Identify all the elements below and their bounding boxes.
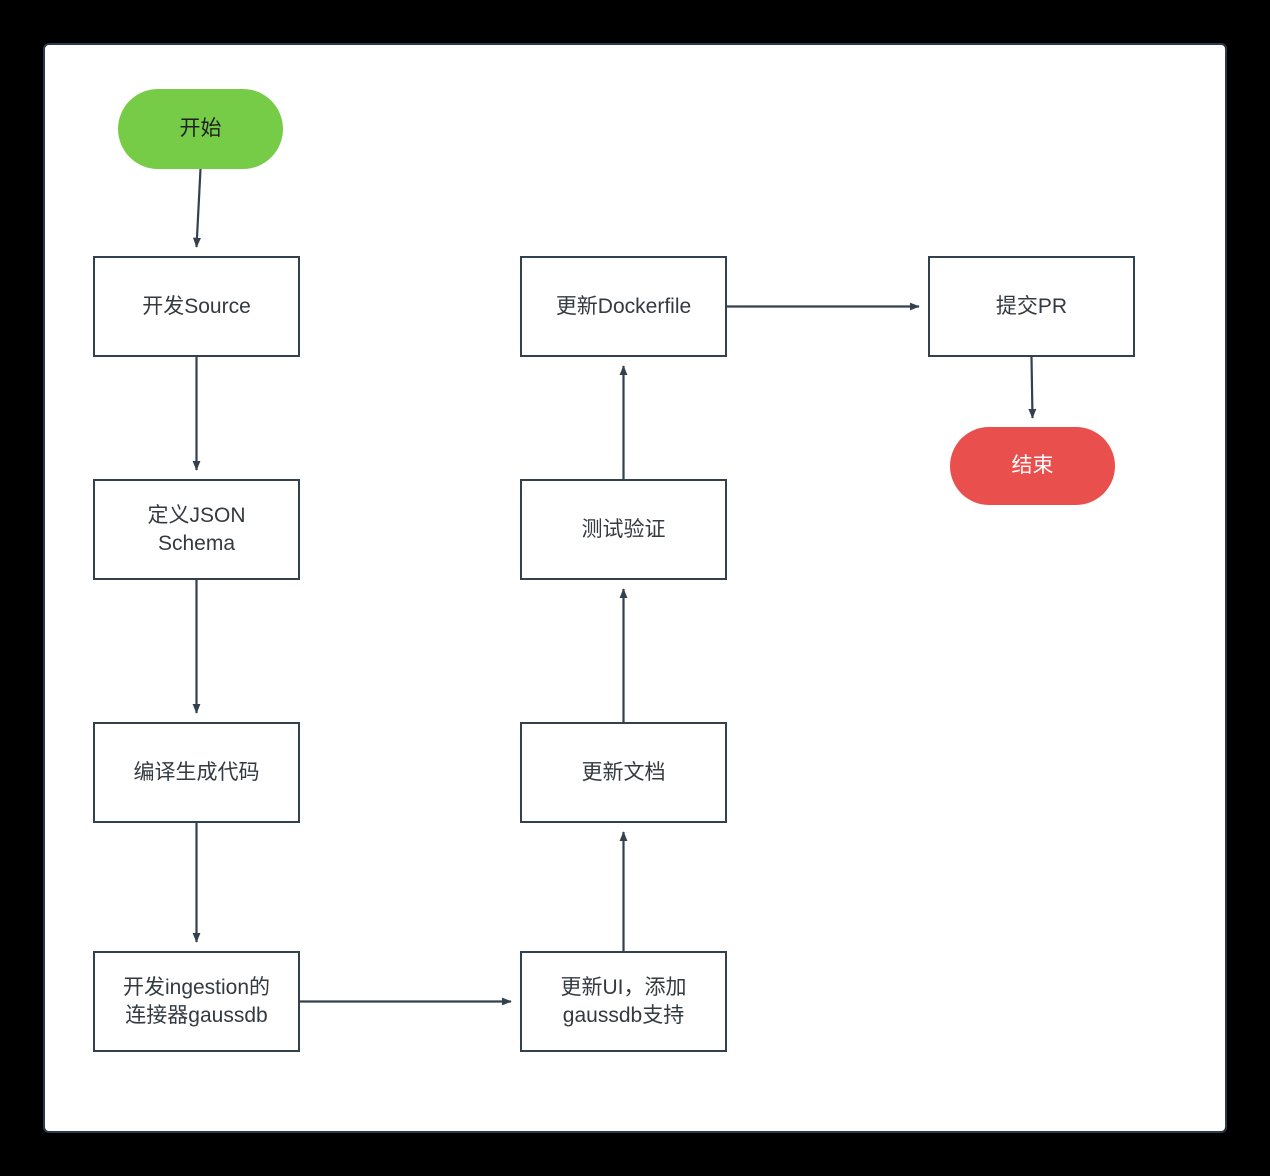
diagram-canvas: 开始开发Source 定义JSON Schema 编译生成代码开发ingestion… xyxy=(43,43,1227,1133)
flow-node-compile[interactable]: 编译生成代码 xyxy=(93,722,300,823)
flow-node-start[interactable]: 开始 xyxy=(118,89,283,169)
flow-node-test[interactable]: 测试验证 xyxy=(520,479,727,580)
flow-node-schema[interactable]: 定义JSON Schema xyxy=(93,479,300,580)
flow-edge-start-to-source xyxy=(192,168,202,248)
flow-node-source[interactable]: 开发Source xyxy=(93,256,300,357)
flow-node-pr[interactable]: 提交PR xyxy=(928,256,1135,357)
flow-node-docs[interactable]: 更新文档 xyxy=(520,722,727,823)
flow-node-ingestion[interactable]: 开发ingestion的 连接器gaussdb xyxy=(93,951,300,1052)
flow-edge-pr-to-end xyxy=(1028,356,1037,419)
flow-node-dockerfile[interactable]: 更新Dockerfile xyxy=(520,256,727,357)
flow-node-end[interactable]: 结束 xyxy=(950,427,1115,505)
flow-node-ui[interactable]: 更新UI，添加 gaussdb支持 xyxy=(520,951,727,1052)
